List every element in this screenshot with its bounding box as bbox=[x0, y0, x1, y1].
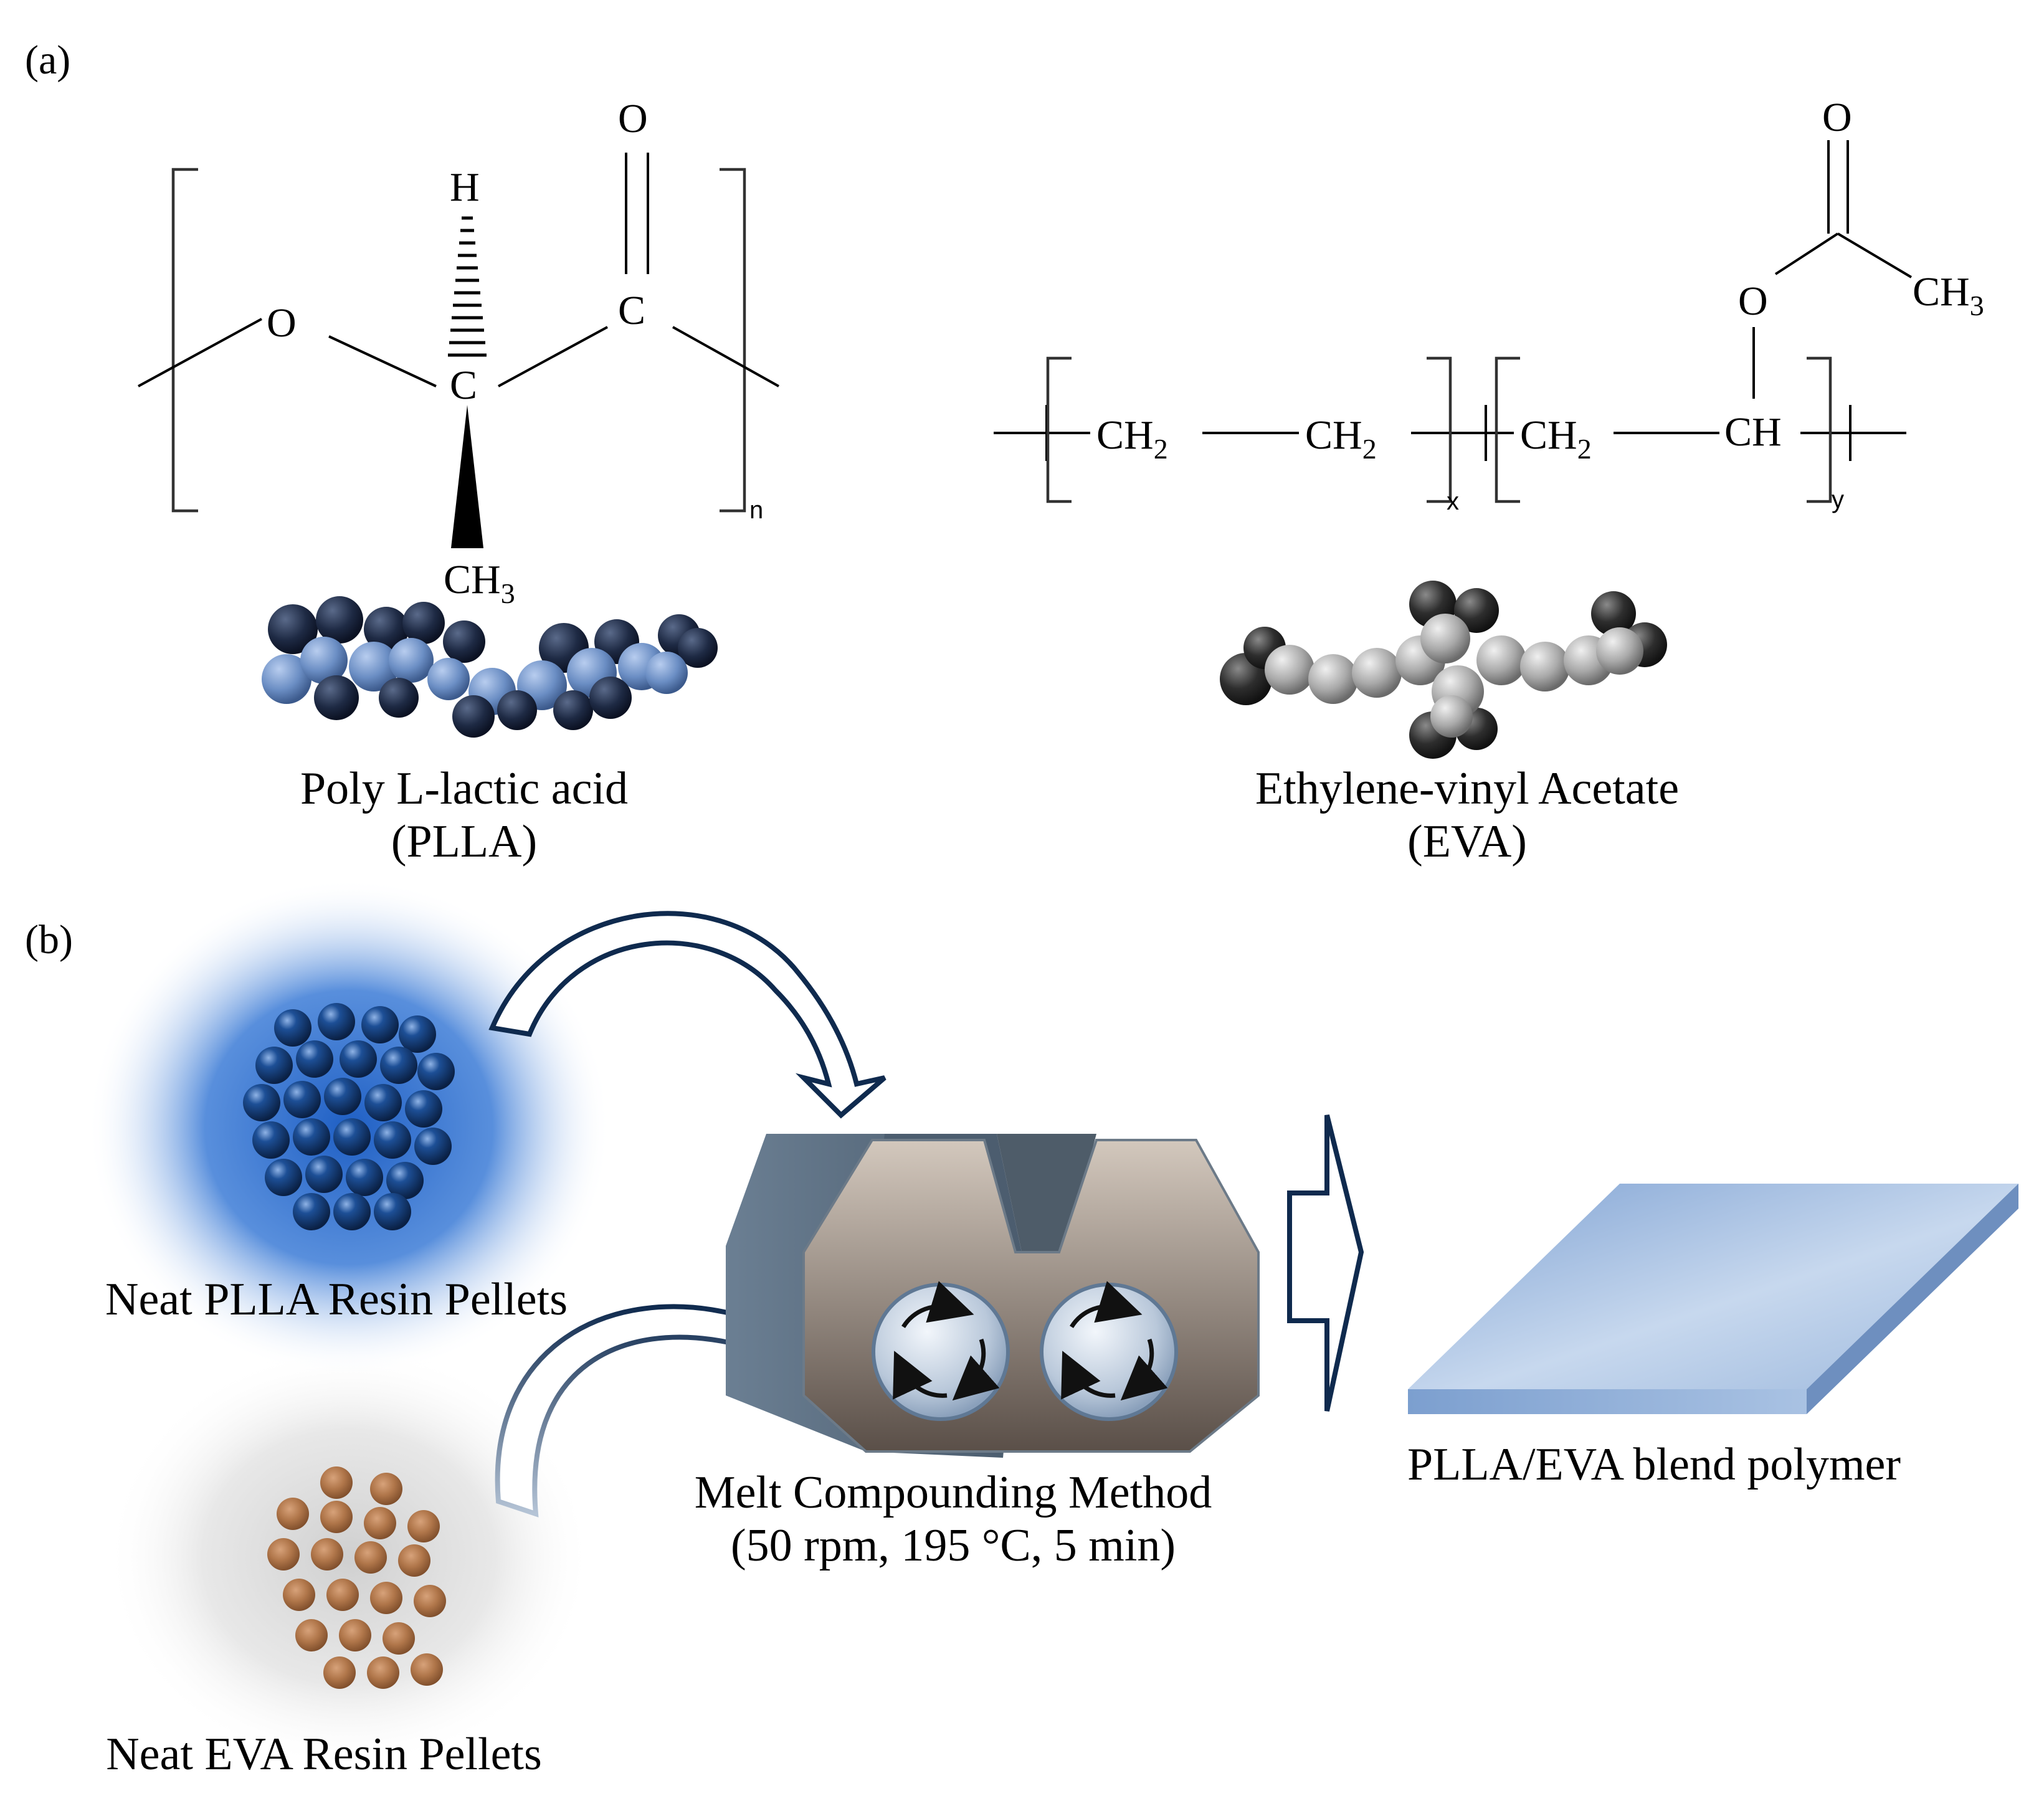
plla-abbr: (PLLA) bbox=[391, 816, 537, 867]
right-rotor-arrow-3 bbox=[1061, 1351, 1116, 1400]
eva-atom-ch2-3: CH2 bbox=[1520, 412, 1592, 465]
plla-atom-c-carbonyl: C bbox=[618, 288, 645, 333]
plla-hashed-wedge bbox=[448, 216, 487, 357]
eva-pellet-cluster bbox=[106, 1346, 592, 1769]
left-rotor-arrow-1 bbox=[901, 1281, 974, 1328]
eva-index-x: x bbox=[1447, 488, 1459, 515]
eva-atom-ch: CH bbox=[1724, 409, 1782, 455]
eva-pellets-label: Neat EVA Resin Pellets bbox=[106, 1729, 542, 1780]
eva-name: Ethylene-vinyl Acetate bbox=[1255, 763, 1679, 814]
plla-pellets bbox=[243, 1003, 455, 1230]
eva-molecule-model bbox=[1220, 581, 1667, 759]
eva-atom-o-ester: O bbox=[1738, 278, 1768, 324]
plla-atom-o-ester: O bbox=[267, 300, 297, 346]
eva-pellets bbox=[267, 1466, 446, 1689]
plla-pellets-label: Neat PLLA Resin Pellets bbox=[105, 1274, 568, 1325]
output-arrow bbox=[1287, 1114, 1364, 1412]
plla-repeat-index: n bbox=[749, 497, 763, 524]
plla-bond-head bbox=[672, 326, 779, 387]
eva-atom-ch2-1: CH2 bbox=[1096, 412, 1168, 465]
plla-feed-arrow bbox=[488, 911, 887, 1119]
plla-right-bracket bbox=[720, 168, 746, 513]
plla-atom-h: H bbox=[450, 164, 480, 210]
plla-atom-o-carbonyl: O bbox=[618, 96, 648, 141]
eva-x-right-bracket bbox=[1427, 356, 1452, 503]
melt-compounder bbox=[726, 1134, 1260, 1458]
plla-solid-wedge bbox=[451, 405, 483, 548]
blend-slab bbox=[1408, 1184, 2018, 1414]
slab-side bbox=[1807, 1184, 2018, 1414]
left-rotor-arrow-2 bbox=[952, 1338, 1000, 1401]
plla-bond-tail bbox=[138, 318, 262, 387]
panel-label-a: (a) bbox=[25, 37, 70, 83]
plla-bond-c-c bbox=[498, 326, 608, 387]
eva-bond-c-ch3 bbox=[1837, 232, 1913, 278]
slab-front bbox=[1408, 1389, 1807, 1414]
plla-atom-c-alpha: C bbox=[450, 363, 477, 408]
panel-label-b: (b) bbox=[25, 917, 73, 962]
eva-structure: O O CH3 CH2 CH2 CH2 CH x y bbox=[994, 95, 1984, 515]
eva-x-left-bracket bbox=[1046, 356, 1072, 503]
plla-structure: O H O C C CH3 n bbox=[138, 96, 779, 609]
eva-y-right-bracket bbox=[1807, 356, 1832, 503]
left-rotor-arrow-3 bbox=[893, 1351, 948, 1400]
eva-index-y: y bbox=[1832, 486, 1844, 513]
right-rotor-arrow-1 bbox=[1070, 1281, 1143, 1328]
eva-glow bbox=[106, 1346, 592, 1769]
plla-bond-o-c bbox=[328, 335, 437, 387]
eva-abbr: (EVA) bbox=[1407, 816, 1527, 867]
plla-molecule-model bbox=[262, 596, 718, 738]
right-rotor-arrow-2 bbox=[1120, 1338, 1168, 1401]
method-label: Melt Compounding Method bbox=[695, 1467, 1212, 1518]
eva-atom-ch2-2: CH2 bbox=[1305, 412, 1377, 465]
plla-atom-ch3: CH3 bbox=[444, 557, 515, 609]
eva-bond-o-c bbox=[1774, 232, 1839, 275]
slab-top bbox=[1408, 1184, 2018, 1389]
product-label: PLLA/EVA blend polymer bbox=[1407, 1439, 1901, 1490]
plla-pellet-cluster bbox=[87, 878, 611, 1377]
plla-name: Poly L-lactic acid bbox=[300, 763, 628, 814]
eva-y-left-bracket bbox=[1495, 356, 1520, 503]
eva-atom-ch3: CH3 bbox=[1913, 269, 1984, 321]
method-conditions: (50 rpm, 195 °C, 5 min) bbox=[731, 1520, 1176, 1571]
plla-left-bracket bbox=[171, 168, 198, 513]
eva-atom-o-carbonyl: O bbox=[1822, 95, 1852, 140]
